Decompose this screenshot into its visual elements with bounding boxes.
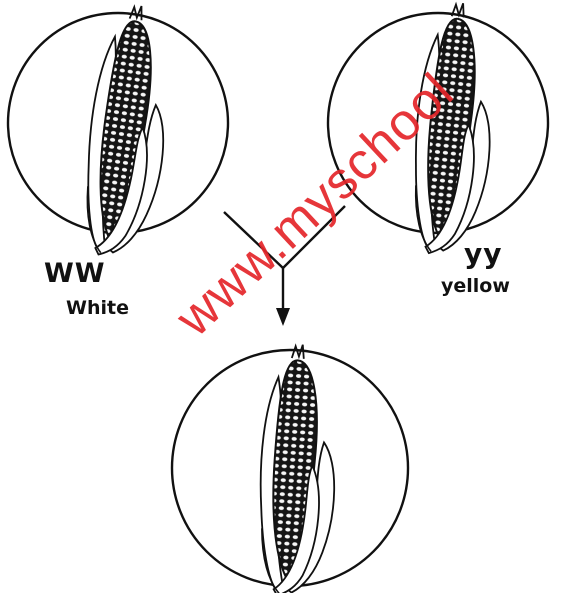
parent-left-circle [8, 1, 228, 261]
parent-right-genotype: yy [464, 240, 503, 268]
parent-left-genotype: WW [44, 260, 106, 287]
parent-right-phenotype: yellow [441, 277, 510, 296]
parent-left-phenotype: White [66, 299, 129, 318]
offspring-circle [172, 342, 408, 593]
